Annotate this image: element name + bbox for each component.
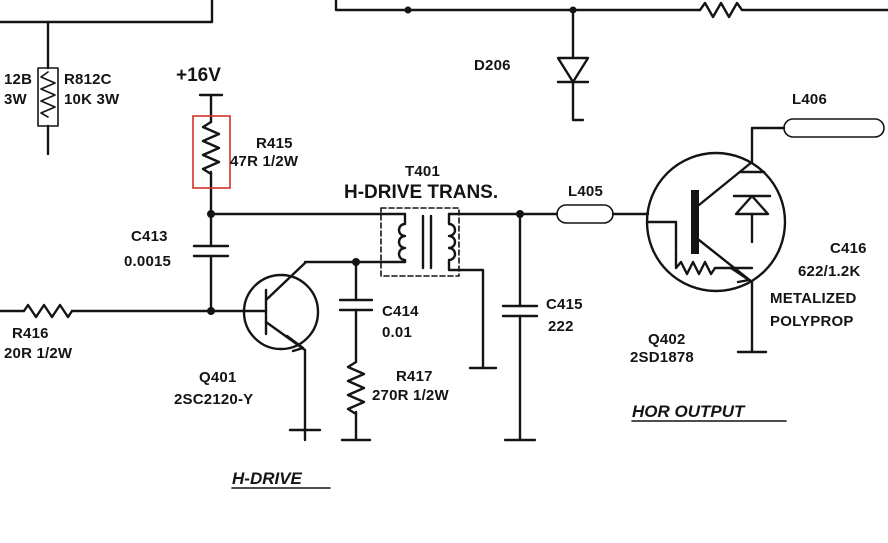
q402-ref: Q402 bbox=[648, 331, 686, 348]
r812c-ref: R812C bbox=[64, 71, 112, 88]
c415-capacitor bbox=[501, 212, 539, 442]
r812b-value: 3W bbox=[4, 91, 28, 108]
l405-inductor bbox=[518, 204, 650, 224]
r812c-value: 10K 3W bbox=[64, 91, 120, 108]
c415-ref: C415 bbox=[546, 296, 583, 313]
t401-ref: T401 bbox=[405, 163, 440, 180]
t401-desc: H-DRIVE TRANS. bbox=[344, 182, 498, 203]
supply-label: +16V bbox=[176, 65, 221, 86]
c416-value: 622/1.2K bbox=[798, 263, 860, 280]
d206-diode bbox=[556, 56, 590, 122]
top-right-rail bbox=[334, 0, 888, 60]
q402-transistor bbox=[645, 126, 787, 354]
t401-transformer bbox=[209, 207, 522, 370]
r415-resistor bbox=[198, 93, 224, 216]
c413-ref: C413 bbox=[131, 228, 168, 245]
r417-ref: R417 bbox=[396, 368, 433, 385]
section-label-hdrive: H-DRIVE bbox=[232, 469, 303, 488]
c414-capacitor bbox=[338, 260, 374, 364]
l406-inductor bbox=[763, 118, 885, 138]
r416-ref: R416 bbox=[12, 325, 49, 342]
q401-part: 2SC2120-Y bbox=[174, 391, 253, 408]
r415-ref: R415 bbox=[256, 135, 293, 152]
c413-capacitor bbox=[192, 212, 230, 313]
l406-ref: L406 bbox=[792, 91, 827, 108]
q402-part: 2SD1878 bbox=[630, 349, 694, 366]
l405-ref: L405 bbox=[568, 183, 603, 200]
r416-resistor bbox=[0, 303, 247, 319]
c414-value: 0.01 bbox=[382, 324, 412, 341]
q401-transistor bbox=[242, 260, 358, 442]
r415-highlight-box bbox=[192, 115, 231, 189]
c413-value: 0.0015 bbox=[124, 253, 171, 270]
section-label-hor-output: HOR OUTPUT bbox=[632, 402, 746, 421]
r812b-ref: 12B bbox=[4, 71, 32, 88]
c414-ref: C414 bbox=[382, 303, 419, 320]
c416-type-line1: METALIZED bbox=[770, 290, 857, 307]
d206-ref: D206 bbox=[474, 57, 511, 74]
top-left-rail bbox=[0, 0, 214, 156]
q401-ref: Q401 bbox=[199, 369, 237, 386]
r415-value: 47R 1/2W bbox=[230, 153, 299, 170]
c415-value: 222 bbox=[548, 318, 574, 335]
r417-resistor bbox=[340, 360, 372, 442]
c416-type-line2: POLYPROP bbox=[770, 313, 854, 330]
r417-value: 270R 1/2W bbox=[372, 387, 449, 404]
r416-value: 20R 1/2W bbox=[4, 345, 73, 362]
c416-ref: C416 bbox=[830, 240, 867, 257]
